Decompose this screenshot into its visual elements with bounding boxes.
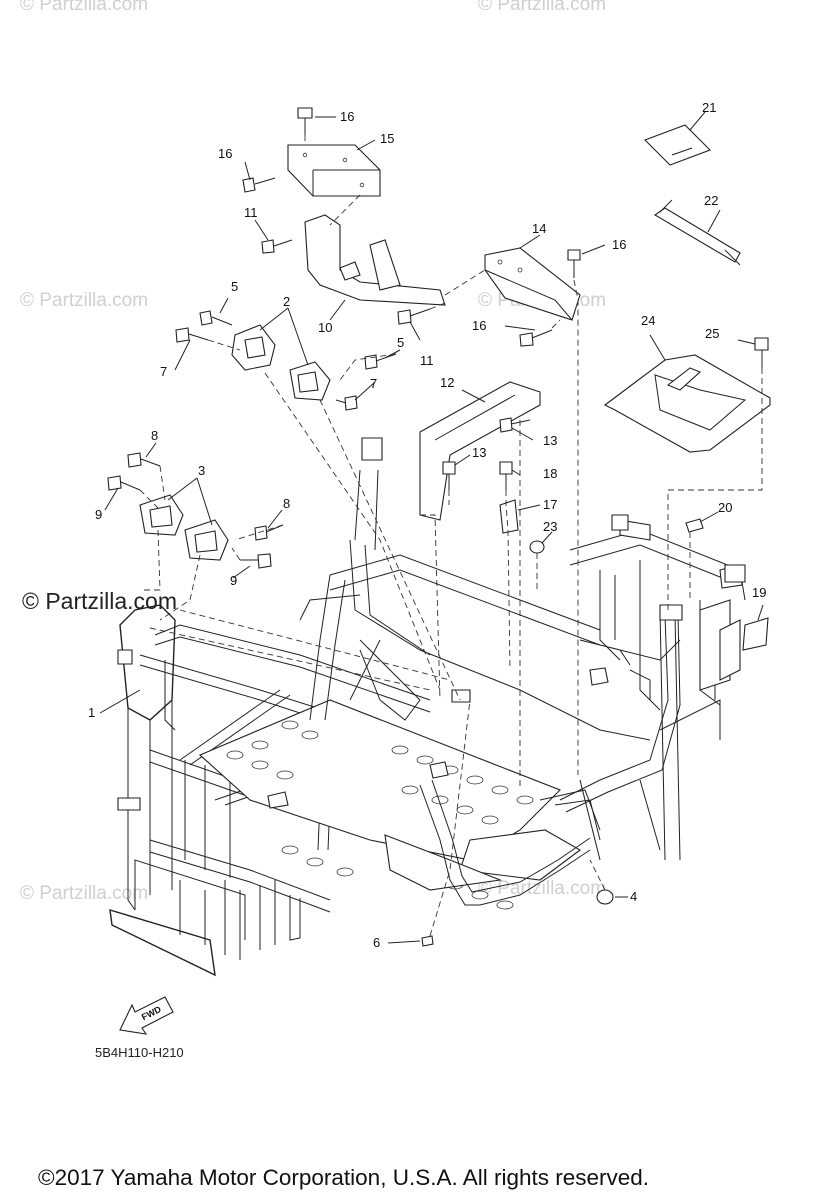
watermark-text: © Partzilla.com bbox=[478, 0, 607, 15]
part-17-clip bbox=[499, 499, 519, 534]
callout-12: 12 bbox=[440, 375, 454, 390]
callout-21: 21 bbox=[702, 100, 716, 115]
callout-10: 10 bbox=[318, 320, 332, 335]
part-19-label bbox=[742, 617, 769, 651]
watermark-text: © Partzilla.com bbox=[20, 290, 149, 311]
callout-8-right: 8 bbox=[283, 496, 290, 511]
copyright-notice: ©2017 Yamaha Motor Corporation, U.S.A. A… bbox=[38, 1165, 650, 1190]
callout-17: 17 bbox=[543, 497, 557, 512]
install-lines bbox=[139, 135, 763, 937]
frame-assembly bbox=[109, 437, 746, 977]
callout-7-mid: 7 bbox=[370, 376, 377, 391]
part-14-bracket bbox=[484, 247, 581, 321]
callout-22: 22 bbox=[704, 193, 718, 208]
callout-4: 4 bbox=[630, 889, 637, 904]
part-24-plate bbox=[603, 354, 771, 453]
part-21-label bbox=[644, 124, 711, 166]
callout-23: 23 bbox=[543, 519, 557, 534]
callout-3: 3 bbox=[198, 463, 205, 478]
part-12-bracket bbox=[419, 381, 541, 521]
callout-13-right: 13 bbox=[543, 433, 557, 448]
part-22-tool bbox=[653, 199, 741, 266]
callout-19: 19 bbox=[752, 585, 766, 600]
callout-16-left: 16 bbox=[218, 146, 232, 161]
callout-18: 18 bbox=[543, 466, 557, 481]
watermark-text: © Partzilla.com bbox=[20, 0, 149, 15]
leader-lines bbox=[99, 111, 764, 944]
callout-25: 25 bbox=[705, 326, 719, 341]
callout-5-top: 5 bbox=[231, 279, 238, 294]
part-10-bracket bbox=[304, 214, 446, 306]
watermark-main: © Partzilla.com bbox=[22, 588, 177, 614]
callout-16-right: 16 bbox=[612, 237, 626, 252]
callout-13-mid: 13 bbox=[472, 445, 486, 460]
callout-7-left: 7 bbox=[160, 364, 167, 379]
callout-9-right: 9 bbox=[230, 573, 237, 588]
part-6-clip bbox=[421, 935, 434, 947]
callout-20: 20 bbox=[718, 500, 732, 515]
callout-2: 2 bbox=[283, 294, 290, 309]
callout-24: 24 bbox=[641, 313, 655, 328]
callout-8-left: 8 bbox=[151, 428, 158, 443]
watermark-text: © Partzilla.com bbox=[20, 883, 149, 904]
diagram-code: 5B4H110-H210 bbox=[95, 1045, 184, 1060]
callout-1: 1 bbox=[88, 705, 95, 720]
callout-6: 6 bbox=[373, 935, 380, 950]
callout-11-mid: 11 bbox=[420, 353, 434, 368]
callout-14: 14 bbox=[532, 221, 546, 236]
callout-15: 15 bbox=[380, 131, 394, 146]
callout-16-top: 16 bbox=[340, 109, 354, 124]
watermark-text: © Partzilla.com bbox=[478, 878, 607, 899]
fwd-arrow-icon: FWD bbox=[119, 996, 174, 1035]
part-20-label bbox=[685, 518, 704, 533]
part-4-grommet bbox=[596, 889, 614, 905]
callout-5-mid: 5 bbox=[397, 335, 404, 350]
callout-labels: 16 15 16 11 21 22 14 16 5 2 16 24 25 10 … bbox=[88, 100, 766, 950]
callout-11-top: 11 bbox=[244, 205, 258, 220]
callout-9-left: 9 bbox=[95, 507, 102, 522]
callout-16-mid: 16 bbox=[472, 318, 486, 333]
